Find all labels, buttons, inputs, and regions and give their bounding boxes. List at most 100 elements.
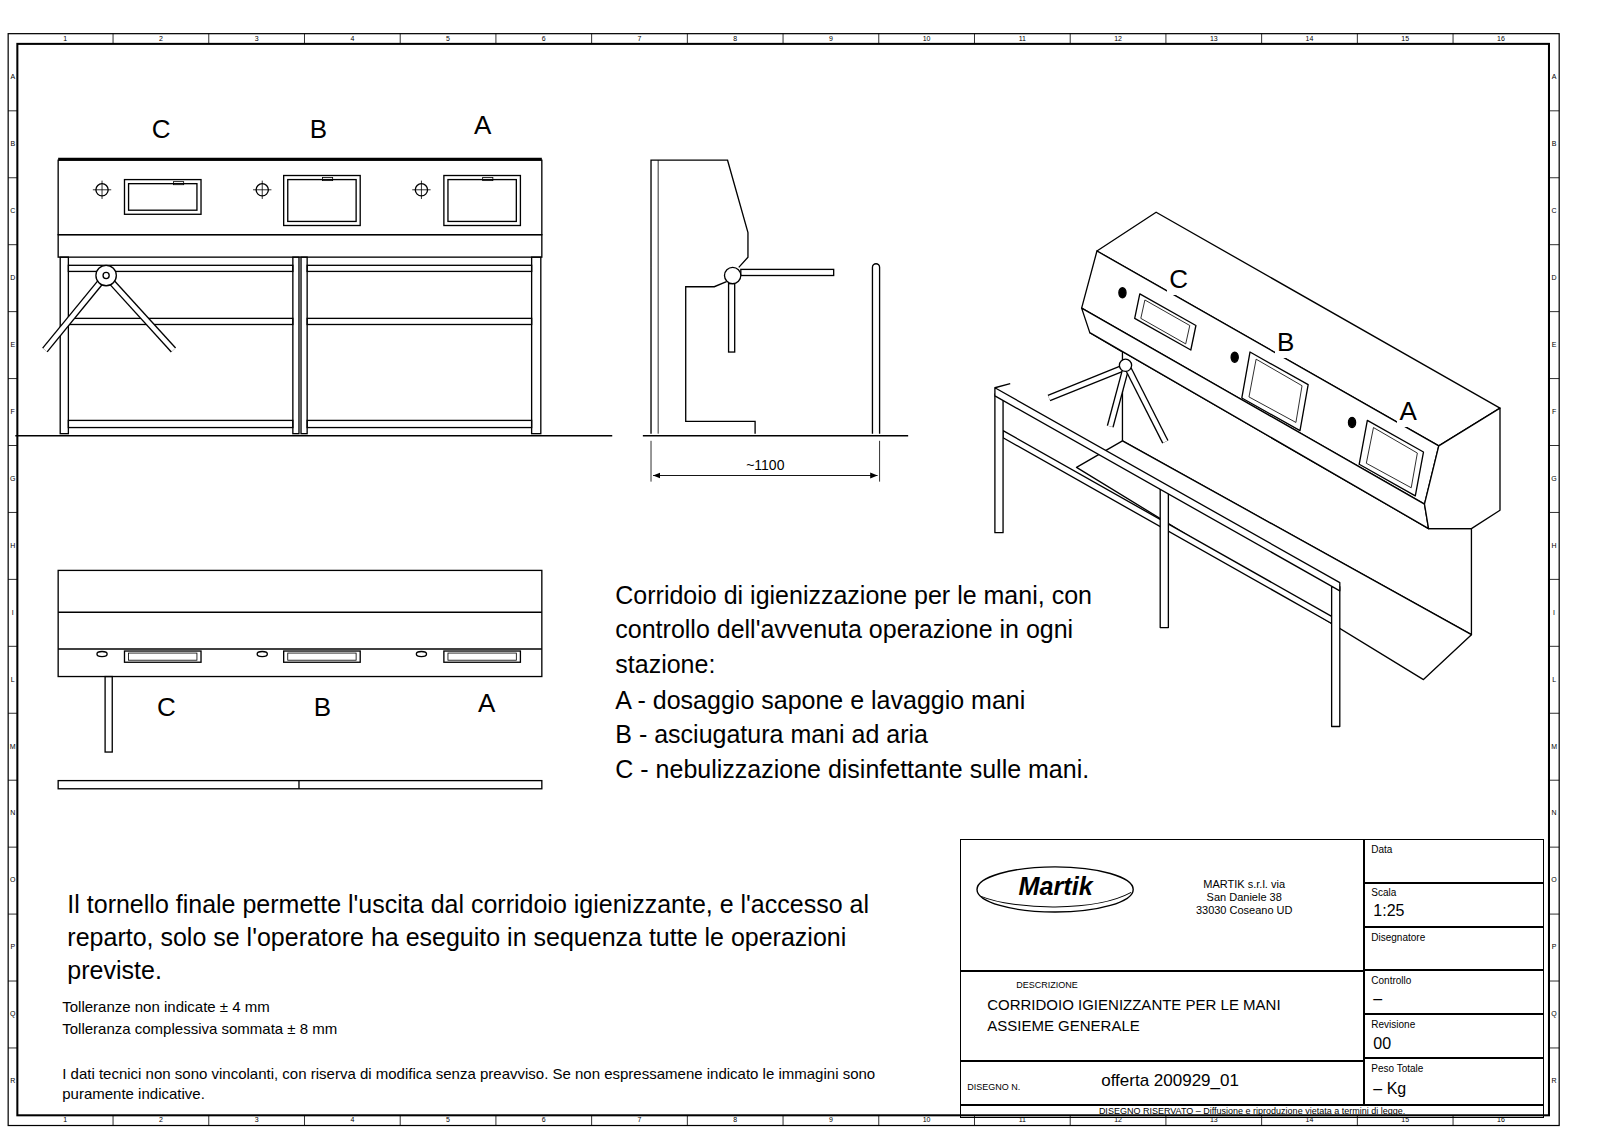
designer-cell: Disegnatore — [1364, 927, 1544, 971]
cell-value: offerta 200929_01 — [1101, 1071, 1239, 1091]
frame-tick-part — [1549, 646, 1559, 647]
frame-tick-part — [783, 34, 784, 44]
grid-number: 1 — [63, 35, 67, 43]
frame-tick-part — [208, 34, 209, 44]
side-view-part — [686, 282, 755, 434]
grid-letter: O — [10, 876, 15, 884]
frame-tick-part — [974, 34, 975, 44]
frame-tick-part — [1549, 244, 1559, 245]
front-view-part — [173, 182, 183, 185]
frame-tick-part — [304, 34, 305, 44]
front-view-part — [58, 158, 542, 161]
grid-letter: M — [1551, 743, 1557, 751]
grid-number: 9 — [829, 35, 833, 43]
frame-tick-part — [1549, 981, 1559, 982]
cell-caption: Scala — [1371, 887, 1396, 899]
frame-tick-part — [878, 1115, 879, 1125]
isometric-view-part — [1129, 369, 1166, 441]
grid-number: 9 — [829, 1116, 833, 1124]
grid-number: 3 — [255, 35, 259, 43]
frame-tick-part — [1357, 1115, 1358, 1125]
cell-caption: Revisione — [1371, 1019, 1415, 1031]
frame-tick-part — [591, 34, 592, 44]
grid-letter: H — [10, 542, 15, 550]
disclaimer-note: I dati tecnici non sono vincolanti, con … — [62, 1064, 932, 1103]
top-view-part — [97, 652, 107, 657]
grid-number: 4 — [350, 1116, 354, 1124]
front-view-part — [262, 181, 263, 199]
grid-letter: P — [1552, 943, 1557, 951]
frame-tick-part — [878, 34, 879, 44]
frame-tick-part — [8, 579, 17, 580]
cell-caption: DISEGNO N. — [967, 1082, 1020, 1093]
frame-tick-part — [687, 34, 688, 44]
cell-value: – — [1373, 989, 1382, 1008]
isometric-view-part — [1348, 417, 1355, 427]
frame-tick-part — [400, 1115, 401, 1125]
top-view-part — [416, 652, 426, 657]
isometric-view-part — [1332, 587, 1340, 727]
grid-letter: F — [1552, 408, 1556, 416]
grid-letter: Q — [1551, 1010, 1556, 1018]
grid-letter: A — [1552, 73, 1557, 81]
grid-number: 10 — [923, 35, 931, 43]
cell-caption: DESCRIZIONE — [1016, 980, 1078, 991]
scale-cell: Scala 1:25 — [1364, 883, 1544, 927]
top-view-part — [298, 781, 299, 789]
company-cell: MartikMARTIK s.r.l. via San Daniele 38 3… — [960, 839, 1364, 972]
grid-number: 16 — [1497, 35, 1505, 43]
frame-tick-part — [1549, 378, 1559, 379]
side-view-part — [651, 441, 652, 482]
isometric-view-part — [1135, 294, 1196, 350]
front-view-part — [58, 160, 542, 234]
frame-tick-part — [1549, 780, 1559, 781]
grid-letter: L — [1552, 676, 1556, 684]
frame-tick-part — [113, 1115, 114, 1125]
front-view-part — [301, 257, 307, 434]
grid-number: 10 — [923, 1116, 931, 1124]
grid-letter: G — [10, 475, 15, 483]
frame-tick-part — [1261, 1115, 1262, 1125]
isometric-view-part — [1231, 352, 1238, 362]
frame-tick-part — [8, 1047, 17, 1048]
frame-tick-part — [1549, 445, 1559, 446]
grid-number: 8 — [733, 1116, 737, 1124]
station-letter: C — [1167, 264, 1190, 295]
station-description: A - dosaggio sapone e lavaggio mani — [615, 683, 1025, 718]
isometric-view-part — [1119, 288, 1126, 298]
side-view-part — [729, 284, 735, 352]
grid-number: 11 — [1019, 1116, 1026, 1124]
side-view-part — [872, 264, 879, 434]
station-letter: B — [310, 114, 327, 145]
top-view-part — [257, 652, 267, 657]
grid-letter: H — [1552, 542, 1557, 550]
grid-number: 8 — [733, 35, 737, 43]
front-view-part — [112, 283, 173, 350]
isometric-view — [995, 212, 1500, 726]
cell-value: 1:25 — [1373, 901, 1404, 920]
isometric-view-part — [1110, 369, 1125, 426]
weight-cell: Peso Totale– Kg — [1364, 1058, 1544, 1105]
frame-tick-part — [1549, 1047, 1559, 1048]
reserved-note-cell: DISEGNO RISERVATO – Diffusione e riprodu… — [960, 1105, 1544, 1118]
frame-tick-part — [1070, 1115, 1071, 1125]
isometric-view-part — [1359, 420, 1423, 496]
top-view-part — [58, 612, 542, 613]
station-letter: A — [478, 688, 495, 719]
frame-tick-part — [8, 780, 17, 781]
front-view-part — [60, 257, 68, 434]
grid-letter: N — [1552, 809, 1557, 817]
station-letter: B — [1275, 327, 1296, 358]
date-cell: Data — [1364, 839, 1544, 883]
frame-tick-part — [1549, 579, 1559, 580]
sheet-frame-part — [8, 34, 1559, 1126]
grid-number: 4 — [350, 35, 354, 43]
front-view-part — [284, 176, 361, 226]
front-view-part — [421, 181, 422, 199]
grid-letter: E — [1552, 341, 1557, 349]
top-view-part — [124, 651, 201, 662]
reserved-note: DISEGNO RISERVATO – Diffusione e riprodu… — [961, 1106, 1543, 1117]
grid-number: 6 — [542, 35, 546, 43]
front-view-part — [307, 265, 531, 271]
side-view-part — [658, 160, 659, 433]
